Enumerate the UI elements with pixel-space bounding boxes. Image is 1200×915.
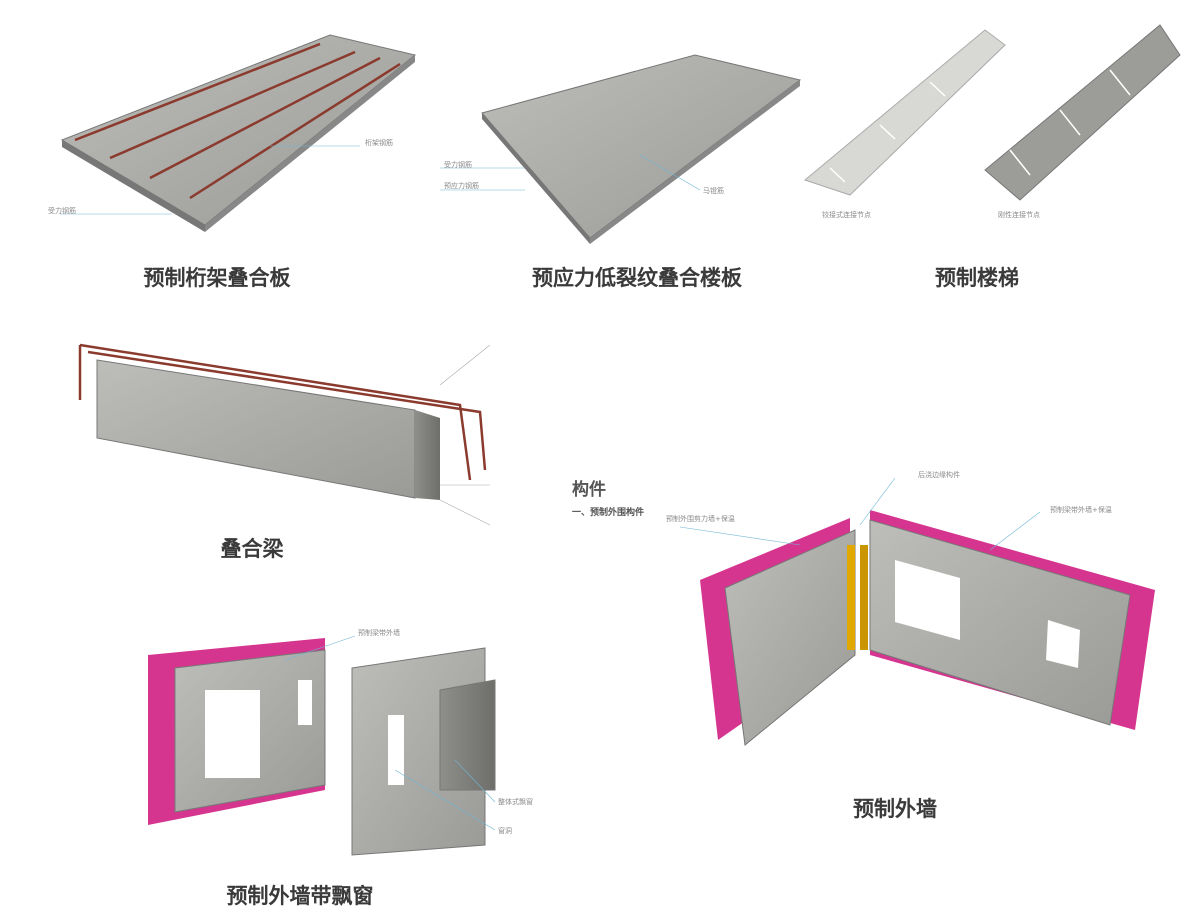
truss-slab-illustration: [60, 34, 417, 232]
label-beam-outer-wall: 预制梁带外墙: [358, 629, 400, 637]
label-beam-wall: 预制梁带外墙+保温: [1050, 506, 1112, 514]
bay-window-wall-illustration: [148, 635, 496, 856]
label-prestress-rebar: 预应力钢筋: [444, 182, 479, 190]
label-mesh-rebar: 马镫筋: [703, 187, 724, 195]
label-bay-window: 整体式飘窗: [498, 798, 533, 806]
panel-title: 构件: [572, 480, 606, 500]
label-cast-edge: 后浇边缘构件: [918, 471, 960, 479]
caption-truss-slab: 预制桁架叠合板: [143, 266, 291, 290]
composite-beam-illustration: [78, 343, 491, 526]
label-hinge-node: 铰接式连接节点: [822, 211, 871, 219]
label-truss-rebar: 桁架钢筋: [365, 139, 393, 147]
label-stress-rebar-2: 受力钢筋: [444, 161, 472, 169]
caption-prestressed-slab: 预应力低裂纹叠合楼板: [532, 266, 742, 290]
label-shear-wall: 预制外围剪力墙+保温: [666, 515, 735, 523]
panel-subtitle: 一、预制外围构件: [572, 508, 645, 518]
label-rigid-node: 刚性连接节点: [998, 211, 1040, 219]
caption-stairs: 预制楼梯: [935, 266, 1019, 290]
prestressed-slab-illustration: [440, 54, 802, 244]
exterior-wall-illustration: [679, 477, 1155, 746]
caption-exterior-wall: 预制外墙: [853, 797, 937, 821]
caption-composite-beam: 叠合梁: [220, 537, 284, 561]
label-opening: 窗洞: [498, 827, 512, 835]
stairs-illustration: [803, 24, 1181, 201]
caption-wall-bay-window: 预制外墙带飘窗: [226, 884, 374, 908]
label-stress-rebar-1: 受力钢筋: [48, 207, 76, 215]
